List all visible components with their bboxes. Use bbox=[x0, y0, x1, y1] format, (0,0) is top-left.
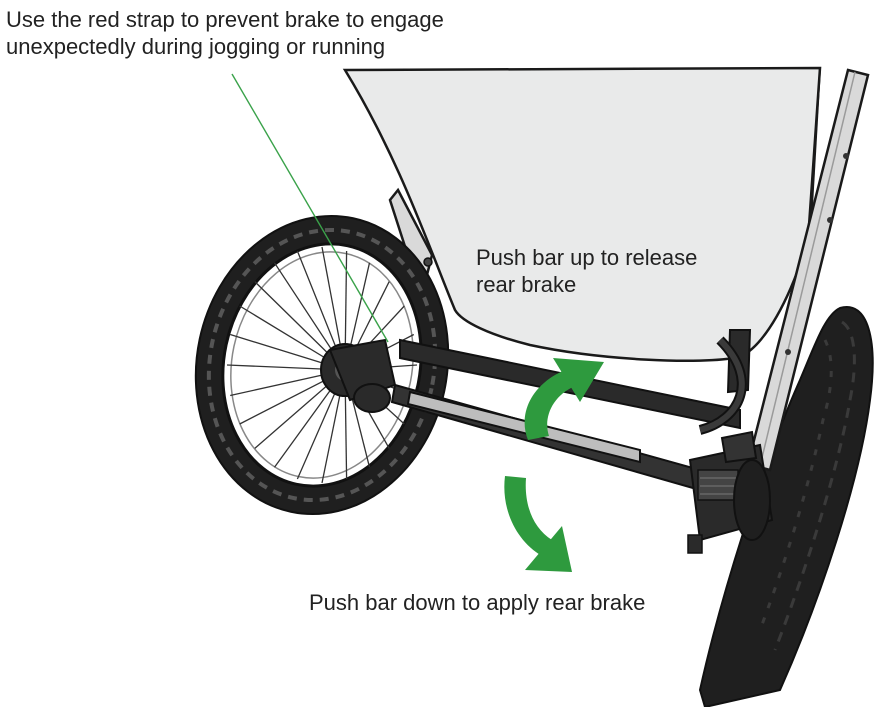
apply-brake-text: Push bar down to apply rear brake bbox=[309, 590, 646, 615]
release-brake-line-1: Push bar up to release bbox=[476, 245, 698, 270]
curved-arrow-down-icon bbox=[504, 476, 572, 572]
strap-instruction-line-1: Use the red strap to prevent brake to en… bbox=[6, 7, 444, 32]
brake-bar bbox=[406, 390, 641, 464]
strap-leader-line bbox=[231, 73, 389, 343]
brake-housing bbox=[687, 430, 774, 554]
release-brake-line-2: rear brake bbox=[476, 272, 577, 297]
left-rear-wheel bbox=[194, 214, 450, 516]
strap-instruction-label: Use the red strap to prevent brake to en… bbox=[6, 6, 444, 60]
right-frame-tube bbox=[746, 68, 870, 472]
seat-fabric bbox=[342, 66, 822, 363]
strap-instruction-line-2: unexpectedly during jogging or running bbox=[6, 34, 386, 59]
right-rear-wheel bbox=[698, 305, 874, 707]
left-hub-clamp bbox=[328, 338, 397, 413]
apply-brake-label: Push bar down to apply rear brake bbox=[309, 589, 645, 616]
release-brake-label: Push bar up to release rear brake bbox=[476, 244, 697, 298]
curved-arrow-up-icon bbox=[524, 358, 604, 440]
